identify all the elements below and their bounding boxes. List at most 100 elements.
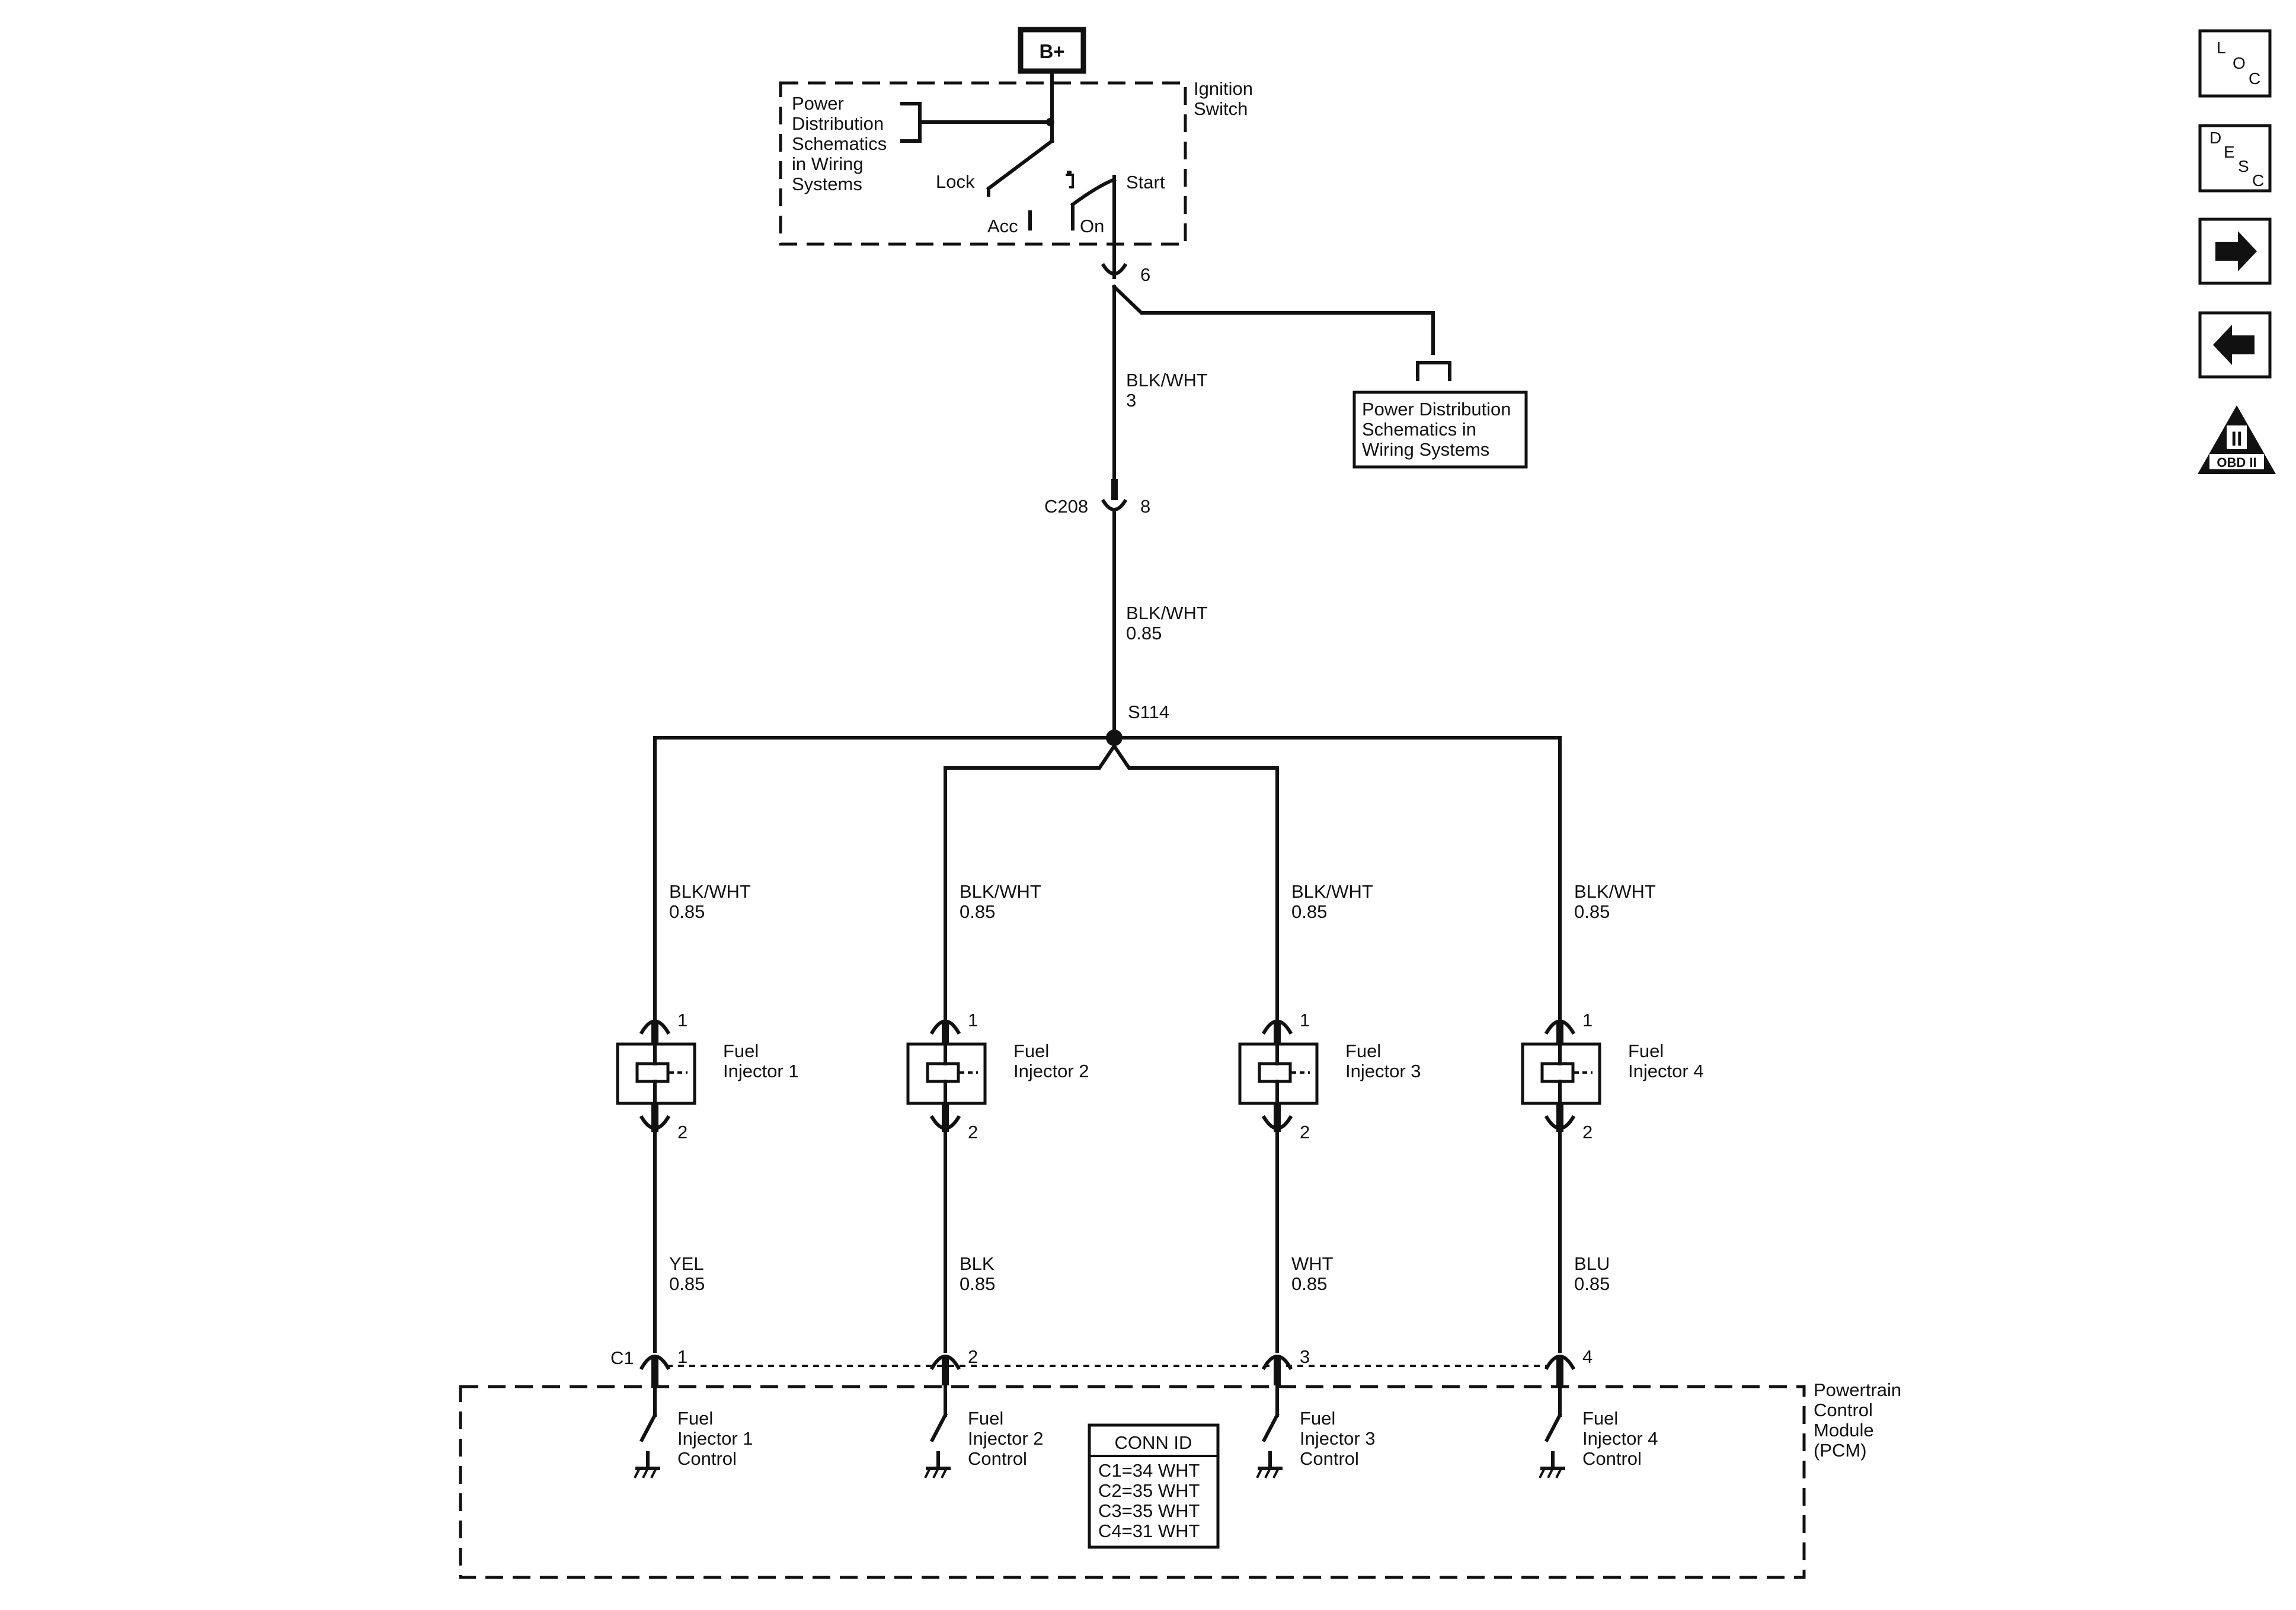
injector-4-control-line-3: Control [1582,1448,1642,1469]
nav-desc-letter-3: S [2238,157,2249,175]
injector-4-control-line-2: Injector 4 [1582,1428,1658,1449]
injector-2-control-color: BLK [960,1253,994,1274]
obd-ii-label: OBD II [2217,455,2256,470]
injector-3-name-line-1: Fuel [1345,1041,1381,1061]
nav-desc-letter-4: C [2252,171,2264,190]
next-page-button[interactable] [2198,217,2272,285]
pcm-pin-1: 1 [677,1346,687,1367]
ground-icon [1539,1467,1565,1478]
conn-id-title: CONN ID [1115,1432,1192,1453]
injector-3-feed-size: 0.85 [1291,901,1327,922]
previous-page-button[interactable] [2198,311,2272,379]
nav-loc-letter-1: L [2217,39,2226,57]
pcm-name-line-4: (PCM) [1814,1440,1867,1461]
injector-1-feed-color: BLK/WHT [669,881,751,902]
ignition-output-pin: 6 [1140,264,1150,285]
c208-connector-label: C208 [1044,496,1088,517]
main-feed-color-1: BLK/WHT [1126,370,1208,391]
injector-4-driver-switch [1539,1384,1565,1478]
injector-1-control-line-1: Fuel [677,1408,713,1429]
ignition-ref-line-5: Systems [792,174,862,194]
splice-label: S114 [1128,702,1169,722]
conn-id-row-4: C4=31 WHT [1098,1521,1200,1541]
ignition-ref-line-2: Distribution [792,113,884,134]
pcm-module: Powertrain Control Module (PCM) C1 [459,1347,1901,1579]
injector-2-feed-color: BLK/WHT [960,881,1041,902]
ignition-pos-on: On [1080,216,1104,236]
injector-3-pin-in: 1 [1300,1010,1310,1030]
conn-id-row-3: C3=35 WHT [1098,1500,1200,1521]
arrow-right-icon [2215,231,2257,271]
injector-2-pin-out: 2 [968,1122,978,1142]
nav-desc-letter-1: D [2209,129,2221,147]
injector-2-feed-size: 0.85 [960,901,995,922]
injector-1-control-size: 0.85 [669,1273,705,1294]
nav-desc-button[interactable]: D E S C [2198,124,2272,193]
nav-loc-button[interactable]: L O C [2198,29,2272,98]
pcm-pin-2: 2 [968,1346,978,1367]
injector-2-control-line-2: Injector 2 [968,1428,1044,1449]
ignition-ref-line-1: Power [792,93,844,114]
nav-loc-letter-3: C [2249,69,2260,88]
branch-ref-line-3: Wiring Systems [1362,439,1489,460]
injector-4-name-line-1: Fuel [1628,1041,1664,1061]
branch-ref-line-2: Schematics in [1362,419,1476,440]
nav-loc-letter-2: O [2233,54,2246,72]
injector-2-name-line-2: Injector 2 [1013,1061,1089,1081]
branch-power-distribution-reference: Power Distribution Schematics in Wiring … [1352,361,1528,469]
injector-3-feed-color: BLK/WHT [1291,881,1373,902]
obd-ii-button[interactable]: II OBD II [2198,405,2276,474]
injector-4-pin-out: 2 [1582,1122,1593,1142]
injector-4-feed-size: 0.85 [1574,901,1610,922]
main-feed-color-2: BLK/WHT [1126,603,1208,623]
pcm-pin-3: 3 [1300,1346,1310,1367]
injector-1-pin-in: 1 [677,1010,687,1030]
splice-s114: S114 [653,702,1562,1030]
injector-4-pin-in: 1 [1582,1010,1593,1030]
injector-1-control-line-3: Control [677,1448,737,1469]
pcm-name-line-2: Control [1814,1400,1873,1420]
injector-4-control-line-1: Fuel [1582,1408,1618,1429]
ground-icon [924,1467,951,1478]
power-source: B+ [1018,27,1086,123]
injector-2-control-size: 0.85 [960,1273,995,1294]
injector-2-name-line-1: Fuel [1013,1041,1049,1061]
ignition-title-line-1: Ignition [1194,78,1253,99]
injector-1-control-color: YEL [669,1253,704,1274]
ignition-output-connector: 6 [1101,259,1150,285]
injector-3-control-color: WHT [1291,1253,1334,1274]
branch-ref-line-1: Power Distribution [1362,399,1511,420]
ignition-ref-line-3: Schematics [792,133,887,154]
injector-3-control-line-2: Injector 3 [1300,1428,1376,1449]
injector-2-control-line-1: Fuel [968,1408,1003,1429]
injector-1-pin-out: 2 [677,1122,687,1142]
injector-2-pin-in: 1 [968,1010,978,1030]
conn-id-row-2: C2=35 WHT [1098,1480,1200,1501]
c208-connector-pin: 8 [1140,496,1150,517]
ignition-pos-lock: Lock [936,171,975,192]
arrow-left-icon [2213,325,2255,365]
injector-1-control-line-2: Injector 1 [677,1428,753,1449]
obd-ii-symbol: II [2231,428,2243,450]
main-feed-wire: BLK/WHT 3 C208 8 BLK/WHT 0.85 [1044,284,1435,740]
injector-3-driver-switch [1256,1384,1283,1478]
injector-1-feed-size: 0.85 [669,901,705,922]
ground-icon [634,1467,660,1478]
main-feed-size-1: 3 [1126,390,1136,411]
injector-3-control-line-3: Control [1300,1448,1359,1469]
ignition-title-line-2: Switch [1194,98,1248,119]
ground-icon [1256,1467,1283,1478]
injector-2-control-line-3: Control [968,1448,1027,1469]
main-feed-size-2: 0.85 [1126,623,1162,644]
injector-4-feed-color: BLK/WHT [1574,881,1656,902]
nav-desc-letter-2: E [2224,143,2235,161]
pcm-name-line-3: Module [1814,1420,1874,1441]
power-source-label: B+ [1039,40,1064,62]
